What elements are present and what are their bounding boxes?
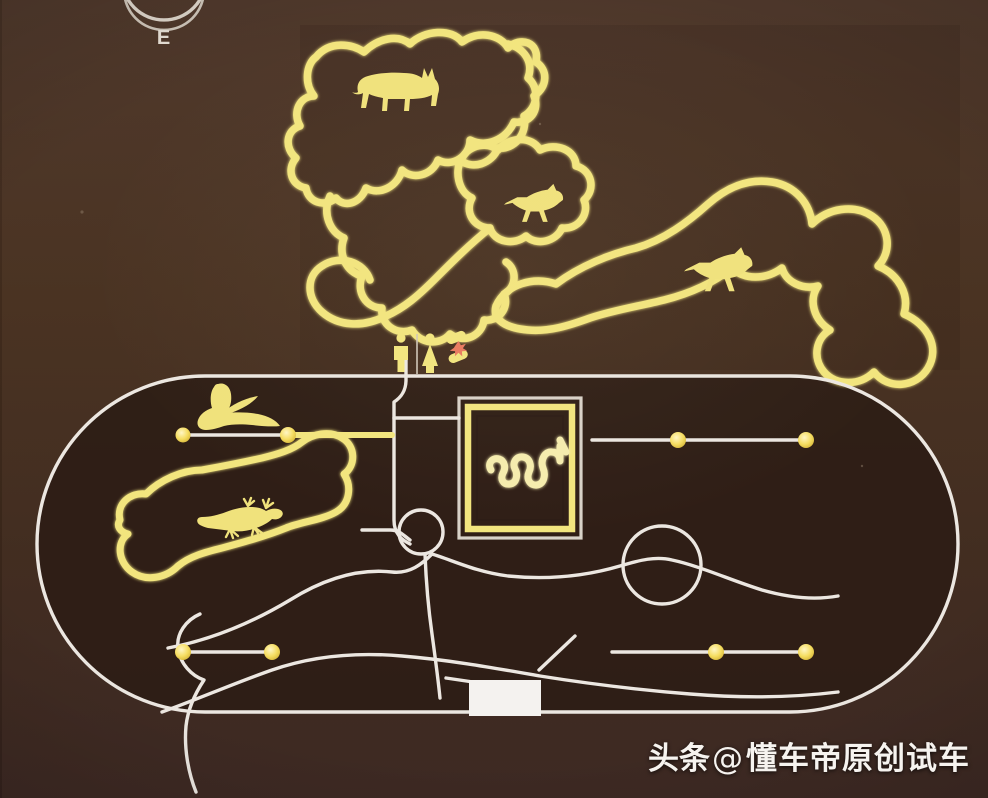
seal-icon	[197, 383, 280, 430]
animal-icons	[197, 68, 753, 540]
compass-label: E	[157, 27, 171, 49]
stop-marker[interactable]	[264, 644, 280, 660]
watermark-at-symbol: @	[712, 741, 744, 777]
south-sweep-corridor	[306, 224, 494, 328]
tiger-enclosure-corridor	[323, 192, 518, 346]
tiger-to-horse-connector	[456, 40, 540, 169]
snake-icon	[486, 436, 570, 489]
horse-enclosure-2-outline	[491, 177, 937, 389]
stop-marker[interactable]	[798, 432, 814, 448]
stop-marker[interactable]	[280, 427, 296, 443]
visitor-loop-track[interactable]	[35, 374, 960, 714]
tiger-icon	[352, 68, 439, 111]
stop-marker[interactable]	[175, 427, 191, 443]
horse-icon	[684, 247, 753, 292]
first-aid-icon	[446, 330, 468, 364]
terrain-ridge-lower	[160, 652, 840, 714]
roundabout-west[interactable]	[397, 508, 445, 556]
lower-oval-field	[37, 376, 958, 712]
stop-marker[interactable]	[670, 432, 686, 448]
watermark-platform: 头条	[648, 741, 710, 777]
facility-icons	[394, 330, 468, 374]
terrain-ridge-upper	[166, 552, 840, 650]
roundabout-west-south-link	[423, 552, 442, 700]
restroom-women-icon	[422, 333, 438, 373]
blank-label-plate[interactable]	[469, 680, 541, 716]
stop-marker[interactable]	[798, 644, 814, 660]
lizard-enclosure-outline	[114, 430, 357, 582]
snake-house	[457, 396, 583, 540]
dust-specks	[80, 122, 864, 468]
path-stop-markers	[175, 427, 814, 660]
horse-icon	[504, 183, 564, 222]
label-leader-line	[444, 676, 475, 684]
visitor-path-network	[35, 350, 960, 794]
restroom-men-icon	[394, 333, 408, 372]
enclosure-outlines-south	[114, 430, 357, 582]
compass-rose: E	[123, 0, 205, 49]
stop-marker[interactable]	[175, 644, 191, 660]
central-spine-path[interactable]	[392, 350, 412, 546]
enclosure-outlines-north	[284, 28, 937, 389]
watermark: 头条@懂车帝原创试车	[648, 733, 970, 778]
southwest-hook-path	[176, 612, 206, 794]
lizard-icon	[197, 496, 283, 540]
stop-marker[interactable]	[708, 644, 724, 660]
watermark-account: 懂车帝原创试车	[746, 741, 970, 777]
label-leader-line-2	[537, 634, 577, 672]
horse-enclosure-1-outline	[454, 135, 595, 246]
